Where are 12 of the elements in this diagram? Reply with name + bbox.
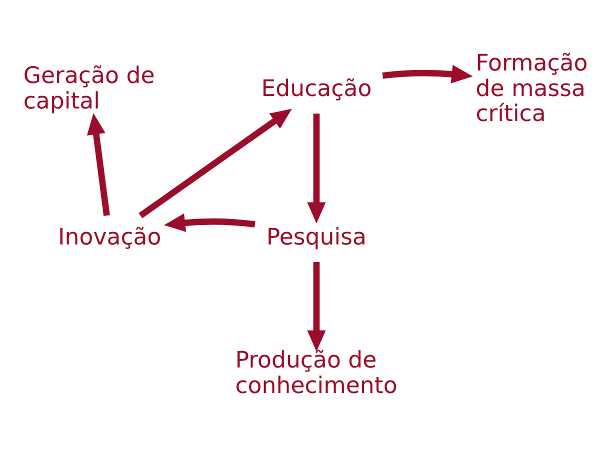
arrow — [307, 261, 326, 352]
arrow — [307, 113, 326, 223]
node-text: Pesquisa — [266, 224, 367, 250]
node-text: Produção de conhecimento — [235, 346, 398, 398]
arrow — [86, 112, 110, 216]
node-text: Formação de massa crítica — [476, 50, 588, 127]
arrow — [164, 213, 256, 232]
node-text: Inovação — [58, 224, 162, 250]
node-text: Geração de capital — [23, 62, 155, 114]
arrow — [138, 108, 292, 218]
arrow — [382, 64, 473, 83]
node-text: Educação — [261, 75, 372, 102]
